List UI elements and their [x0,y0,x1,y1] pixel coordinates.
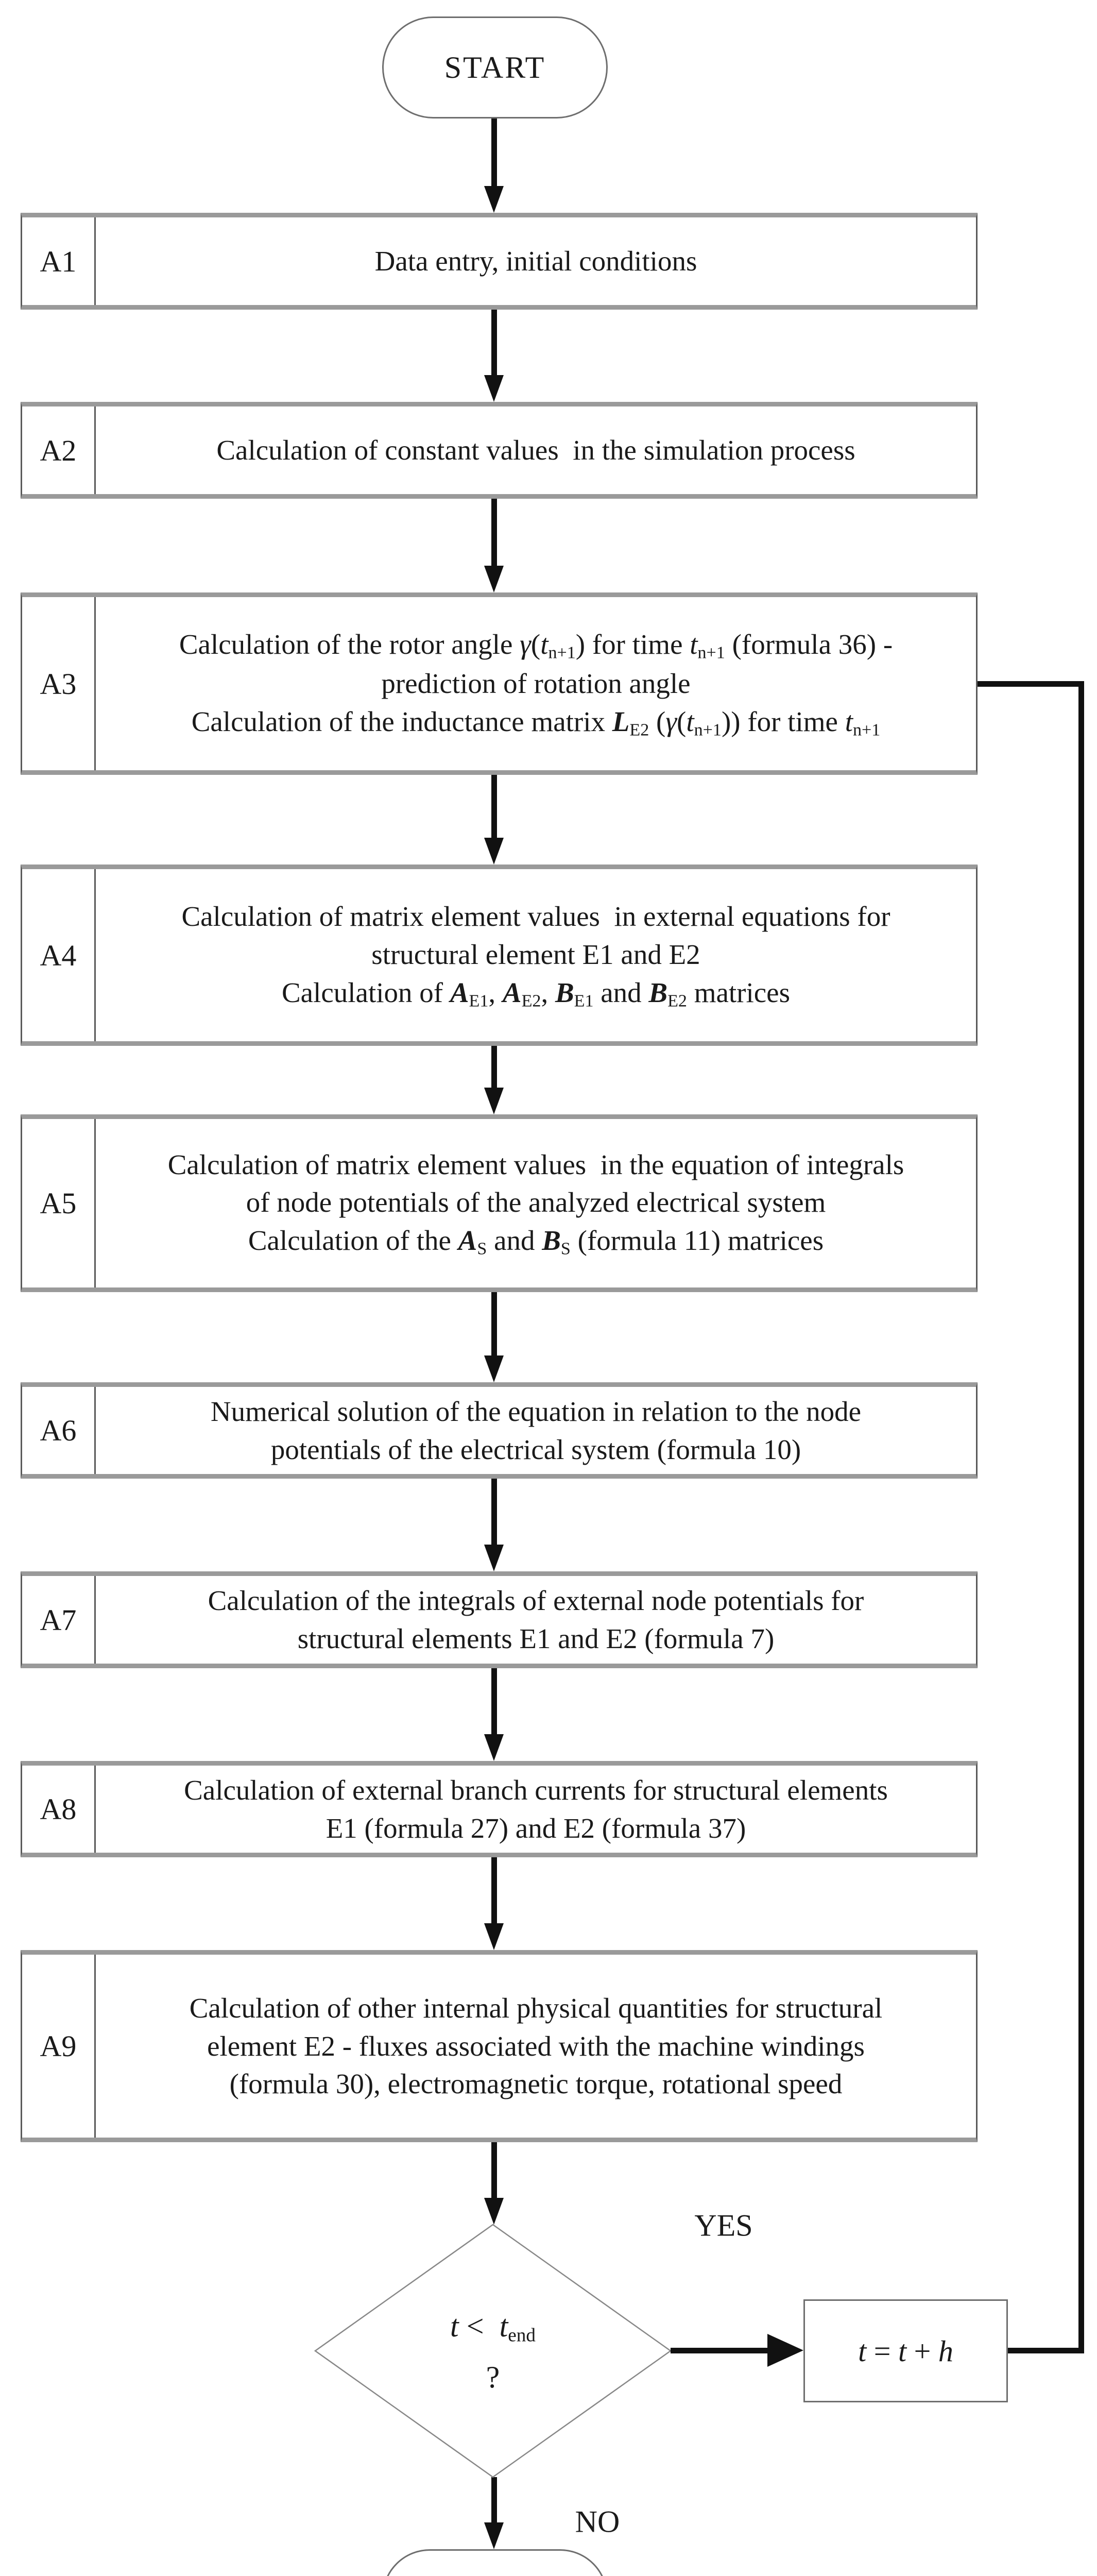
text-line: Calculation of AE1, AE2, BE1 and BE2 mat… [281,976,790,1011]
feedback-line-vertical [1078,681,1084,2353]
arrow-decision-increment [671,2348,768,2353]
arrow-a3-a4 [491,775,497,839]
step-id-a6: A6 [22,1387,96,1474]
no-label: NO [575,2504,620,2539]
step-id-a8: A8 [22,1766,96,1853]
step-id-a5: A5 [22,1119,96,1287]
text-line: t < tend [450,2309,536,2346]
text-line: prediction of rotation angle [381,668,691,700]
text-line: of node potentials of the analyzed elect… [246,1187,826,1218]
process-box-a8: A8 Calculation of external branch curren… [21,1761,978,1857]
process-box-a7: A7 Calculation of the integrals of exter… [21,1571,978,1668]
arrow-a7-a8 [491,1668,497,1735]
text-line: Data entry, initial conditions [374,245,697,277]
decision-condition: t < tend? [356,2262,629,2442]
text-line: Calculation of other internal physical q… [189,1992,883,2024]
arrowhead-start-a1 [484,186,504,213]
process-box-a9: A9 Calculation of other internal physica… [21,1950,978,2142]
arrow-a2-a3 [491,499,497,567]
arrow-a5-a6 [491,1292,497,1357]
process-box-a1: A1 Data entry, initial conditions [21,213,978,310]
step-id-a9: A9 [22,1955,96,2138]
step-id-a7: A7 [22,1576,96,1664]
step-text-a5: Calculation of matrix element values in … [96,1119,976,1287]
text-line: Calculation of constant values in the si… [216,434,855,466]
step-text-a4: Calculation of matrix element values in … [96,869,976,1041]
text-line: Calculation of matrix element values in … [167,1148,904,1180]
arrowhead-a4-a5 [484,1088,504,1114]
start-label: START [444,50,546,84]
feedback-line-top [978,681,1084,687]
arrowhead-a5-a6 [484,1355,504,1382]
arrowhead-a1-a2 [484,375,504,402]
process-box-a2: A2 Calculation of constant values in the… [21,402,978,499]
start-node: START [382,16,608,118]
process-box-a3: A3 Calculation of the rotor angle γ(tn+1… [21,592,978,775]
process-box-a5: A5 Calculation of matrix element values … [21,1114,978,1292]
decision-diamond [314,2224,672,2478]
arrowhead-a8-a9 [484,1923,504,1950]
arrow-a6-a7 [491,1479,497,1546]
arrowhead-a6-a7 [484,1545,504,1571]
process-box-a6: A6 Numerical solution of the equation in… [21,1382,978,1479]
stop-node: STOP [382,2549,608,2576]
arrowhead-decision-increment [767,2334,803,2367]
step-id-a4: A4 [22,869,96,1041]
text-line: Calculation of external branch currents … [184,1774,888,1806]
arrow-a1-a2 [491,310,497,376]
step-text-a9: Calculation of other internal physical q… [96,1955,976,2138]
text-line: Calculation of the rotor angle γ(tn+1) f… [179,628,893,663]
text-line: E1 (formula 27) and E2 (formula 37) [325,1812,746,1844]
text-line: Calculation of the integrals of external… [208,1585,864,1617]
arrow-decision-stop [491,2477,497,2523]
step-id-a1: A1 [22,217,96,305]
step-text-a7: Calculation of the integrals of external… [96,1576,976,1664]
text-line: (formula 30), electromagnetic torque, ro… [229,2068,843,2100]
feedback-line-bottom [1008,2348,1084,2353]
text-line: potentials of the electrical system (for… [270,1433,801,1465]
yes-label: YES [694,2208,753,2243]
arrowhead-a2-a3 [484,566,504,592]
arrowhead-decision-stop [484,2522,504,2549]
step-id-a2: A2 [22,406,96,494]
arrow-a9-decision [491,2142,497,2199]
increment-box: t = t + h [803,2299,1008,2402]
text-line: Calculation of matrix element values in … [181,901,890,933]
arrow-a8-a9 [491,1857,497,1924]
text-line: structural element E1 and E2 [371,938,700,970]
arrowhead-a7-a8 [484,1734,504,1761]
step-text-a8: Calculation of external branch currents … [96,1766,976,1853]
arrow-start-a1 [491,118,497,187]
step-text-a1: Data entry, initial conditions [96,217,976,305]
arrowhead-a3-a4 [484,838,504,865]
text-line: Calculation of the inductance matrix LE2… [191,705,881,740]
arrowhead-a9-decision [484,2198,504,2225]
process-box-a4: A4 Calculation of matrix element values … [21,865,978,1046]
text-line: element E2 - fluxes associated with the … [207,2030,865,2062]
step-text-a2: Calculation of constant values in the si… [96,406,976,494]
text-line: t = t + h [858,2334,953,2368]
text-line: structural elements E1 and E2 (formula 7… [297,1623,775,1654]
step-id-a3: A3 [22,597,96,770]
step-text-a3: Calculation of the rotor angle γ(tn+1) f… [96,597,976,770]
arrow-a4-a5 [491,1046,497,1089]
text-line: ? [486,2360,500,2395]
step-text-a6: Numerical solution of the equation in re… [96,1387,976,1474]
text-line: Numerical solution of the equation in re… [210,1395,862,1427]
text-line: Calculation of the AS and BS (formula 11… [248,1225,824,1259]
